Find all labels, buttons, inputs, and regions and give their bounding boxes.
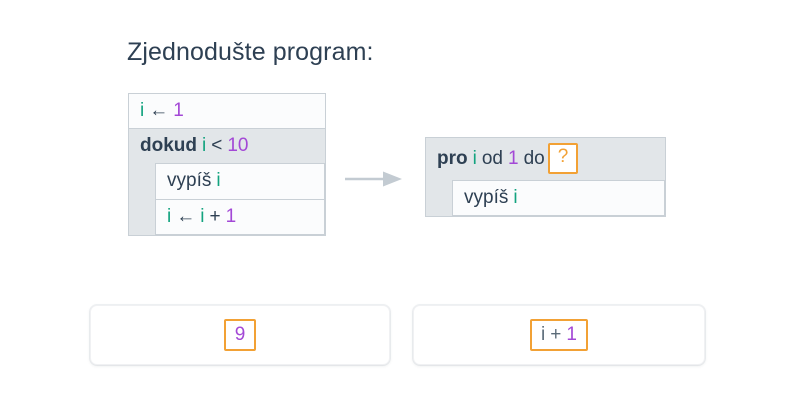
token-plus-operator: + — [209, 205, 221, 227]
token-number: 1 — [225, 205, 237, 227]
token-variable: i — [140, 100, 145, 121]
token-keyword-pro: pro — [437, 147, 468, 169]
token-variable: i — [200, 205, 205, 227]
answer-blank-slot[interactable]: ? — [547, 143, 579, 174]
token-number: 1 — [173, 100, 184, 121]
answer-option-card-2[interactable]: i+1 — [413, 305, 705, 365]
token-variable: i — [472, 147, 477, 169]
arrow-right-icon — [345, 171, 402, 187]
token-comparison-operator: < — [211, 135, 223, 157]
answer-option-card-1[interactable]: 9 — [90, 305, 390, 365]
token-variable: i — [167, 205, 172, 227]
answer-option-token: 9 — [223, 318, 257, 352]
token-plus-operator: + — [550, 323, 562, 345]
token-keyword-dokud: dokud — [140, 135, 197, 157]
token-variable: i — [541, 323, 546, 345]
answer-option-token: i+1 — [530, 318, 588, 352]
token-assign-arrow: ← — [176, 205, 196, 227]
token-assign-arrow: ← — [149, 100, 169, 121]
statement-row-assign-init: i←1 — [128, 93, 326, 130]
token-number: 1 — [566, 323, 577, 345]
statement-row-increment: i←i+1 — [155, 198, 325, 235]
token-variable: i — [202, 135, 207, 157]
transform-arrow — [345, 168, 403, 190]
token-variable: i — [216, 170, 221, 192]
token-variable: i — [513, 186, 518, 208]
token-number: 9 — [234, 323, 246, 345]
token-keyword-od: od — [481, 147, 503, 169]
page-title: Zjednodušte program: — [127, 38, 374, 66]
token-number: 10 — [227, 135, 249, 157]
token-number: 1 — [507, 147, 519, 169]
token-keyword-do: do — [523, 147, 545, 169]
token-keyword-vypis: vypíš — [167, 170, 212, 192]
token-keyword-vypis: vypíš — [464, 186, 509, 208]
